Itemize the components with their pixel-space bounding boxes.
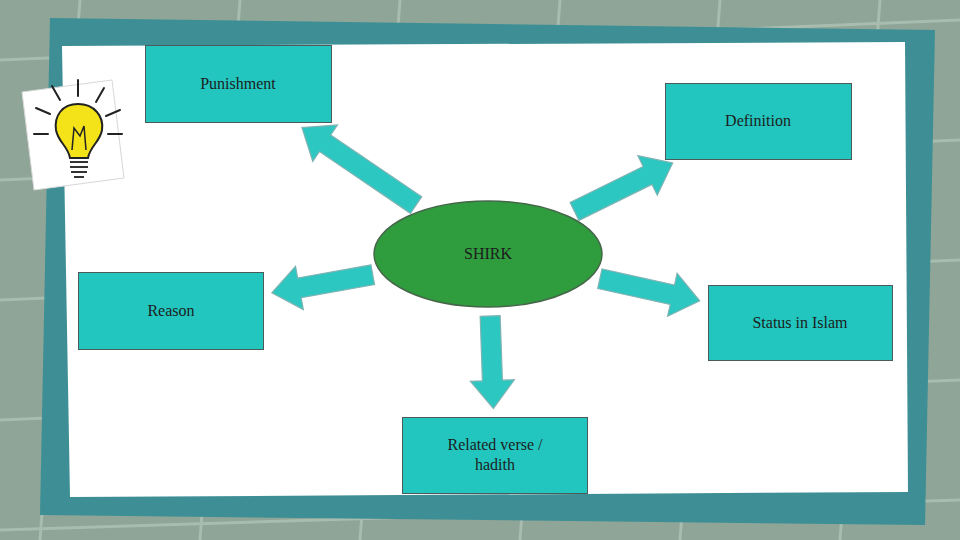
lightbulb-icon [22, 80, 124, 190]
block-arrow [272, 265, 375, 310]
block-arrow [302, 125, 422, 213]
node-text: Status in Islam [752, 313, 847, 333]
frame [40, 18, 935, 525]
block-arrow [598, 269, 700, 316]
info-box: Related verse / hadith [402, 417, 588, 494]
node-text: Reason [147, 301, 194, 321]
info-box: Definition [665, 83, 852, 160]
info-box: Punishment [145, 45, 332, 123]
node-text: Punishment [200, 74, 276, 94]
node-text: Related verse / hadith [430, 435, 560, 475]
block-arrow [470, 316, 514, 409]
block-arrow [570, 156, 673, 221]
topic-ellipse: SHIRK [373, 200, 603, 308]
info-box: Status in Islam [708, 285, 893, 361]
card [62, 42, 908, 497]
info-box: Reason [78, 272, 264, 350]
node-text: SHIRK [464, 244, 512, 264]
node-text: Definition [725, 111, 791, 131]
